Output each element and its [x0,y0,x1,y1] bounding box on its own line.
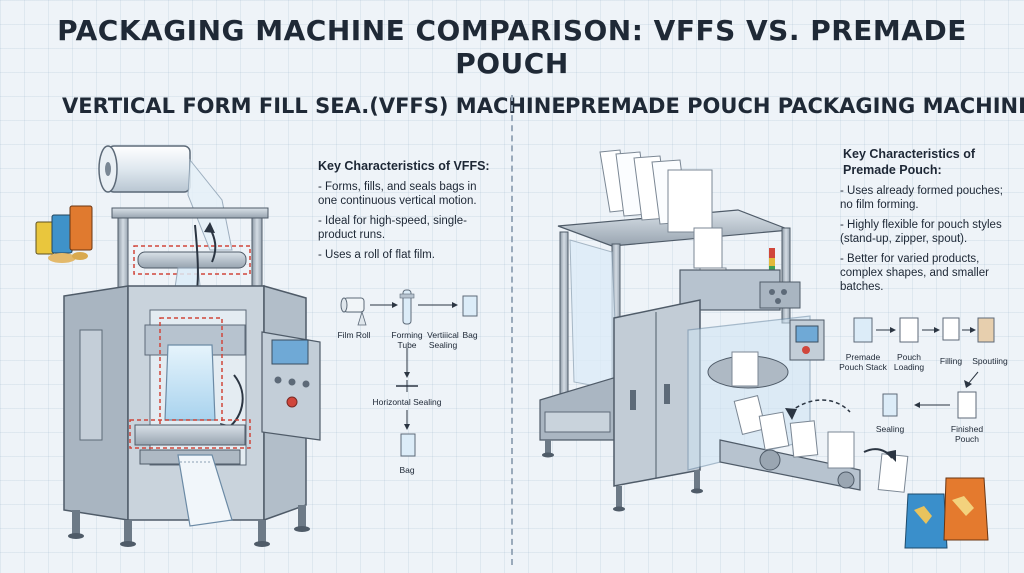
flow-film-roll-icon [340,297,367,326]
flow-bag-bottom-icon [400,433,416,457]
vffs-machine-body [63,285,310,547]
flow-label-horizontal-sealing: Horizontal Sealing [372,397,442,407]
vffs-heading: VERTICAL FORM FILL SEA.(VFFS) MACHINE [62,94,566,118]
pouch-key-title: Key Characteristics of Premade Pouch: [843,147,976,177]
pouch-bullet-list: - Uses already formed pouches; no film f… [840,184,1016,300]
finished-pouches-icon [904,477,989,549]
pouch-heading: PREMADE POUCH PACKAGING MACHINE [565,94,1024,118]
pouch-bullet: - Highly flexible for pouch styles (stan… [840,219,1002,245]
vffs-flow-diagram [340,289,478,457]
vffs-bullet: - Uses a roll of flat film. [318,249,435,261]
vffs-bullet: - Ideal for high-speed, single-product r… [318,215,467,241]
flow-label-sealing: Sealing [875,424,905,434]
flow-forming-tube-icon [399,289,415,325]
pouch-bullet: - Better for varied products, complex sh… [840,253,989,293]
flow-label-spouting: Spoutiing [972,356,1008,366]
vffs-key-title: Key Characteristics of VFFS: [318,159,490,173]
flow-label-filling: Filling [939,356,963,366]
flow-label-pouch-loading: Pouch Loading [893,352,925,372]
flow-label-forming-tube: Forming Tube [391,330,423,350]
film-roll-icon [98,145,233,251]
flow-label-finished-pouch: Finished Pouch [950,424,984,444]
flow-label-bag-bottom: Bag [399,465,415,475]
flow-label-vertical-sealing: Vertiiical Sealing [427,330,459,350]
flow-horizontal-seal-icon [396,380,418,392]
flow-label-bag: Bag [462,330,478,340]
snack-bags-icon [35,205,93,263]
pouch-machine-illustration [539,149,989,549]
vffs-bullet-list: - Forms, fills, and seals bags in one co… [318,180,498,268]
flow-label-premade-stack: Premade Pouch Stack [839,352,887,372]
vffs-bullet: - Forms, fills, and seals bags in one co… [318,181,477,207]
panel-divider [511,95,513,565]
flow-bag-icon [462,295,478,317]
page-title: PACKAGING MACHINE COMPARISON: VFFS VS. P… [57,14,967,80]
pouch-bullet: - Uses already formed pouches; no film f… [840,185,1003,211]
flow-label-film-roll: Film Roll [337,330,371,340]
pouch-flow-diagram [853,317,995,419]
vffs-control-panel [261,331,321,441]
